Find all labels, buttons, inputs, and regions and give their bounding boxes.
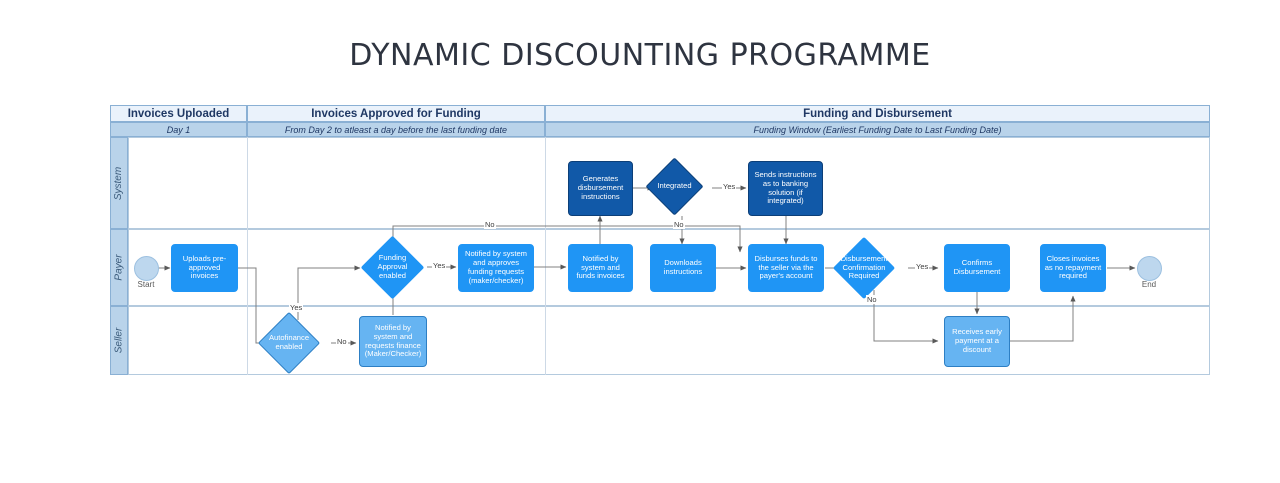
- node-notified-and-funds-invoices[interactable]: Notified by system and funds invoices: [568, 244, 633, 292]
- node-label: Notified by system and approves funding …: [464, 249, 528, 285]
- node-label: Funding Approval enabled: [377, 253, 408, 280]
- phase-timing-invoices-uploaded: Day 1: [110, 122, 247, 137]
- node-receives-early-payment[interactable]: Receives early payment at a discount: [944, 316, 1010, 367]
- phase-header-funding-and-disbursement: Funding and Disbursement: [545, 105, 1210, 122]
- node-generates-disbursement-instructions[interactable]: Generates disbursement instructions: [568, 161, 633, 216]
- node-downloads-instructions[interactable]: Downloads instructions: [650, 244, 716, 292]
- node-label: Generates disbursement instructions: [577, 174, 624, 201]
- edge-uploads-to-autofinance: [238, 267, 267, 346]
- phase-timing-label: Day 1: [166, 124, 191, 135]
- lane-label-seller: Seller: [110, 306, 128, 375]
- phase-timing-funding-and-disbursement: Funding Window (Earliest Funding Date to…: [545, 122, 1210, 137]
- node-label: Closes invoices as no repayment required: [1044, 253, 1102, 281]
- edge-label-integrated-no: No: [673, 220, 685, 229]
- node-label: Sends instructions as to banking solutio…: [754, 169, 817, 206]
- phase-timing-label: Funding Window (Earliest Funding Date to…: [753, 124, 1002, 135]
- node-autofinance-enabled[interactable]: Autofinance enabled: [257, 311, 321, 375]
- node-label: Autofinance enabled: [268, 333, 310, 351]
- node-disbursement-confirmation-required[interactable]: Disbursement Confirmation Required: [832, 236, 896, 300]
- node-label: Notified by system and funds invoices: [576, 253, 625, 281]
- phase-header-label: Invoices Approved for Funding: [311, 107, 481, 120]
- edge-disb-confirm-no-to-receives-early-payment: [873, 290, 939, 344]
- edge-autofinance-yes-to-funding-approval: [297, 265, 361, 320]
- phase-timing-invoices-approved-for-funding: From Day 2 to atleast a day before the l…: [247, 122, 545, 137]
- edge-label-disb-confirm-yes: Yes: [915, 262, 930, 271]
- node-integrated[interactable]: Integrated: [645, 157, 704, 216]
- edge-label-integrated-yes: Yes: [722, 182, 737, 191]
- node-label: Confirms Disbursement: [953, 258, 1001, 276]
- terminator-end-label: End: [1141, 280, 1157, 289]
- lane-label-system: System: [110, 137, 128, 229]
- terminator-start-label: Start: [137, 280, 155, 289]
- edge-label-disb-confirm-no: No: [866, 295, 878, 304]
- node-label: Integrated: [657, 181, 692, 191]
- node-notified-approves-funding-requests[interactable]: Notified by system and approves funding …: [458, 244, 534, 292]
- phase-header-label: Funding and Disbursement: [803, 107, 952, 120]
- edge-label-autofinance-yes: Yes: [289, 303, 304, 312]
- node-label: Receives early payment at a discount: [952, 327, 1002, 354]
- node-uploads-pre-approved-invoices[interactable]: Uploads pre-approved invoices: [171, 244, 238, 292]
- column-separator-2: [545, 137, 546, 375]
- phase-timing-label: From Day 2 to atleast a day before the l…: [284, 124, 508, 135]
- node-label: Notified by system and requests finance …: [364, 322, 422, 359]
- lane-label-payer: Payer: [110, 229, 128, 306]
- edge-label-autofinance-no: No: [336, 337, 348, 346]
- node-label: Uploads pre-approved invoices: [182, 253, 227, 281]
- phase-header-label: Invoices Uploaded: [127, 107, 230, 120]
- node-confirms-disbursement[interactable]: Confirms Disbursement: [944, 244, 1010, 292]
- terminator-end: [1137, 256, 1162, 281]
- page-title: DYNAMIC DISCOUNTING PROGRAMME: [349, 38, 931, 73]
- edge-receives-early-payment-to-closes-invoices: [1010, 295, 1076, 342]
- phase-header-invoices-approved-for-funding: Invoices Approved for Funding: [247, 105, 545, 122]
- node-closes-invoices-no-repayment[interactable]: Closes invoices as no repayment required: [1040, 244, 1106, 292]
- phase-header-invoices-uploaded: Invoices Uploaded: [110, 105, 247, 122]
- edge-funding-approval-no-to-notified-funds-invoices: [392, 225, 743, 253]
- node-label: Disbursement Confirmation Required: [840, 253, 888, 281]
- node-notified-requests-finance[interactable]: Notified by system and requests finance …: [359, 316, 427, 367]
- edge-label-funding-approval-no: No: [484, 220, 496, 229]
- node-label: Downloads instructions: [663, 258, 703, 276]
- node-disburses-funds-to-seller[interactable]: Disburses funds to the seller via the pa…: [748, 244, 824, 292]
- terminator-start: [134, 256, 159, 281]
- node-funding-approval-enabled[interactable]: Funding Approval enabled: [360, 235, 425, 300]
- node-label: Disburses funds to the seller via the pa…: [754, 253, 818, 281]
- node-sends-instructions-banking-solution[interactable]: Sends instructions as to banking solutio…: [748, 161, 823, 216]
- edge-label-funding-approval-yes: Yes: [432, 261, 447, 270]
- column-separator-1: [247, 137, 248, 375]
